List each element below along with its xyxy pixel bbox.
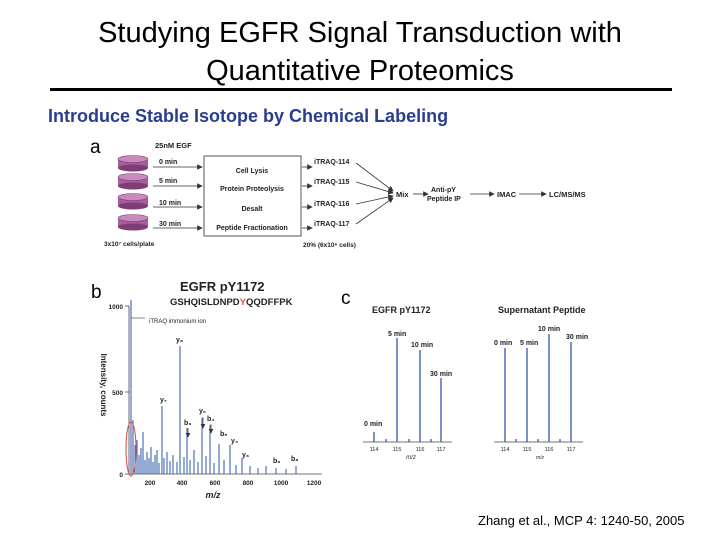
lcms-label: LC/MS/MS [549,190,586,199]
itraq-117: iTRAQ-117 [314,221,350,228]
itraq-115: iTRAQ-115 [314,179,350,186]
cell-dish-2 [117,193,149,210]
left-peak-30min: 30 min [430,371,452,378]
cell-dish-1 [117,173,149,190]
immonium-note: iTRAQ immonium ion [149,319,206,325]
left-xlabel: m/z [406,455,416,461]
step-fractionation: Peptide Fractionation [216,225,288,232]
x-tick-800: 800 [243,480,254,487]
spectrum-peaks [130,300,297,474]
step-desalt: Desalt [241,206,263,213]
panel-c-right-title: Supernatant Peptide [498,305,586,315]
right-peak-10min: 10 min [538,326,560,333]
immonium-highlight [125,421,137,477]
time-label-1: 5 min [159,178,177,185]
egf-header: 25nM EGF [155,141,192,150]
right-peak-30min: 30 min [566,334,588,341]
right-x-tick-117: 117 [567,447,576,453]
left-x-tick-116: 116 [416,447,425,453]
panel-c-left-title: EGFR pY1172 [372,305,431,315]
slide-subtitle: Introduce Stable Isotope by Chemical Lab… [48,106,449,126]
spectrum-title: EGFR pY1172 [180,279,265,294]
anti-py-label: Anti-pY [431,187,456,194]
left-peak-0min: 0 min [364,421,382,428]
itraq-116: iTRAQ-116 [314,201,350,208]
panel-c-left-peaks [373,338,442,442]
ion-y4: y₄ [231,438,238,445]
x-tick-200: 200 [145,480,156,487]
x-tick-600: 600 [210,480,221,487]
panel-b-label: b [91,282,102,303]
ion-b3: b₃ [184,420,192,427]
mix-label: Mix [396,190,409,199]
fraction-note: 20% (6x10⁶ cells) [303,242,356,249]
left-peak-5min: 5 min [388,331,406,338]
ion-y3: y₃ [242,452,249,459]
ion-b8: b₈ [291,456,299,463]
panel-c-label: c [341,288,351,309]
time-label-3: 30 min [159,221,181,228]
ion-y8: y₈ [176,337,183,344]
time-label-0: 0 min [159,159,177,166]
x-tick-400: 400 [177,480,188,487]
ion-b4: b₄ [207,416,215,423]
process-box [203,155,302,237]
cell-dish-0 [117,155,149,172]
spectrum-xlabel: m/z [205,490,221,500]
peptide-ip-label: Peptide IP [427,196,461,203]
imac-label: IMAC [497,190,517,199]
right-peak-0min: 0 min [494,340,512,347]
step-proteolysis: Protein Proteolysis [220,186,284,193]
ion-y7: y₇ [160,397,167,404]
cell-dish-3 [117,214,149,231]
x-tick-1000: 1000 [274,480,289,487]
panel-a: a 25nM EGF 0 min 5 min 10 min 30 min [90,137,586,249]
right-x-tick-115: 115 [523,447,532,453]
slide-title-line2: Quantitative Proteomics [206,55,514,87]
panel-a-label: a [90,137,101,158]
ion-b5: b₅ [220,431,228,438]
right-x-tick-116: 116 [545,447,554,453]
slide-title-line1: Studying EGFR Signal Transduction with [98,17,622,49]
left-x-tick-115: 115 [393,447,402,453]
left-peak-10min: 10 min [411,342,433,349]
right-x-tick-114: 114 [501,447,510,453]
y-tick-1000: 1000 [109,304,124,311]
time-label-2: 10 min [159,200,181,207]
step-cell-lysis: Cell Lysis [236,168,269,175]
panel-c-right-peaks [504,334,572,442]
title-underline [50,88,672,91]
citation: Zhang et al., MCP 4: 1240-50, 2005 [478,513,685,528]
left-x-tick-117: 117 [437,447,446,453]
right-peak-5min: 5 min [520,340,538,347]
right-xlabel: m/z [536,455,545,461]
ion-y6: y₆ [199,408,206,415]
peptide-sequence: GSHQISLDNPDYQQDFFPK [170,297,293,308]
itraq-114: iTRAQ-114 [314,159,350,166]
y-tick-500: 500 [112,390,123,397]
panel-c: c EGFR pY1172 Supernatant Peptide 0 min … [341,288,588,461]
ion-b9: b₉ [273,458,280,465]
panel-b: b EGFR pY1172 GSHQISLDNPDYQQDFFPK Intens… [91,279,322,500]
x-tick-1200: 1200 [307,480,322,487]
cells-per-plate-note: 3x10⁷ cells/plate [104,241,155,248]
left-x-tick-114: 114 [370,447,379,453]
y-tick-0: 0 [119,472,123,479]
spectrum-ylabel: Intensity, counts [99,354,108,418]
